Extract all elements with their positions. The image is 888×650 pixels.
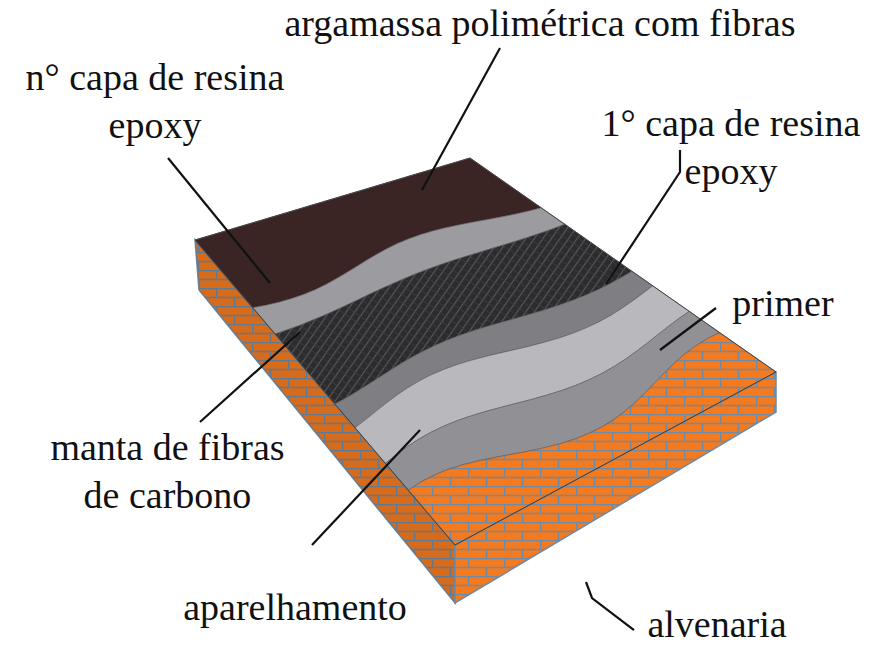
leader-line — [422, 48, 500, 190]
slab-outline — [195, 158, 776, 545]
masonry-top — [408, 333, 776, 546]
callout-label: argamassa polimétrica com fibras — [200, 0, 880, 48]
leader-line — [200, 332, 300, 422]
callout-label: primer — [718, 280, 848, 328]
leader-line — [586, 582, 634, 630]
leader-line — [168, 158, 270, 283]
callout-label: aparelhamento — [150, 584, 440, 632]
callout-label: n° capa de resina epoxy — [0, 54, 310, 149]
callout-label: manta de fibras de carbono — [30, 424, 305, 519]
leader-line — [606, 150, 680, 284]
leader-line — [312, 430, 420, 545]
callout-label: alvenaria — [632, 601, 802, 649]
callout-label: 1° capa de resina epoxy — [580, 100, 882, 195]
leader-line — [660, 308, 716, 350]
